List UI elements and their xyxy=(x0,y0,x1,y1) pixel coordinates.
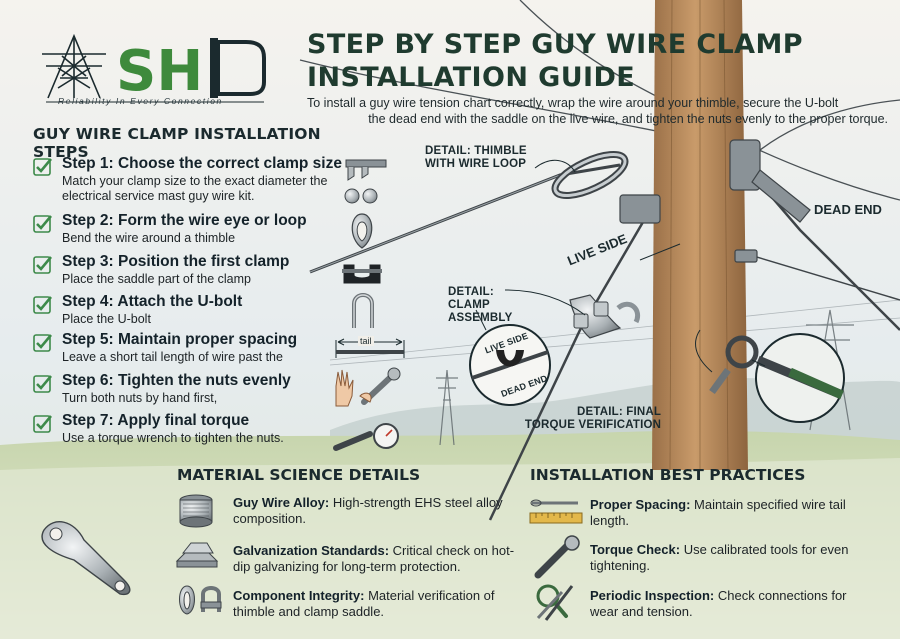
step-title: Step 7: Apply final torque xyxy=(62,412,250,429)
material-item-3: Component Integrity: Material verificati… xyxy=(233,588,495,619)
material-item-2: Galvanization Standards: Critical check … xyxy=(233,543,515,574)
detail-torque-label: DETAIL: FINAL TORQUE VERIFICATION xyxy=(524,406,662,431)
ruler-wire-icon xyxy=(529,499,583,524)
inspection-tools-icon xyxy=(536,584,574,621)
step-description: Turn both nuts by hand first, xyxy=(62,391,218,405)
tail-measure-icon xyxy=(335,338,405,358)
step-description: Place the saddle part of the clamp xyxy=(62,272,252,286)
step-1: Step 1: Choose the correct clamp size Ma… xyxy=(33,155,342,203)
step-title: Step 6: Tighten the nuts evenly xyxy=(62,372,291,389)
intro-text: To install a guy wire tension chart corr… xyxy=(307,95,892,127)
hardware-illustration xyxy=(41,521,131,596)
step-title: Step 4: Attach the U-bolt xyxy=(62,293,243,310)
tail-label: tail xyxy=(358,336,374,346)
step-3: Step 3: Position the first clamp Place t… xyxy=(33,253,333,293)
step-description: Place the U-bolt xyxy=(62,312,151,326)
hand-wrench-icon xyxy=(335,367,401,407)
step-6: Step 6: Tighten the nuts evenly Turn bot… xyxy=(33,372,333,412)
checkbox-checked-icon xyxy=(33,296,52,314)
thimble-icon xyxy=(351,213,373,249)
step-4: Step 4: Attach the U-bolt Place the U-bo… xyxy=(33,293,333,333)
step-7: Step 7: Apply final torque Use a torque … xyxy=(33,412,333,452)
brand-logo: SH xyxy=(42,33,266,104)
step-5: Step 5: Maintain proper spacing Leave a … xyxy=(33,331,333,371)
thimble-clamp-icon xyxy=(179,585,222,615)
title-line-1: STEP BY STEP GUY WIRE CLAMP xyxy=(307,29,803,60)
u-bolt-icon xyxy=(352,293,374,328)
step-description: Leave a short tail length of wire past t… xyxy=(62,350,283,364)
wire-spool-icon xyxy=(179,494,213,528)
step-description: Bend the wire around a thimble xyxy=(62,231,236,245)
brand-tagline: Reliability In Every Connection xyxy=(58,96,223,106)
material-heading: MATERIAL SCIENCE DETAILS xyxy=(177,466,421,484)
checkbox-checked-icon xyxy=(33,256,52,274)
practices-heading: INSTALLATION BEST PRACTICES xyxy=(530,466,806,484)
practice-item-1: Proper Spacing: Maintain specified wire … xyxy=(590,497,846,528)
material-item-1: Guy Wire Alloy: High-strength EHS steel … xyxy=(233,495,503,526)
ratchet-wrench-icon xyxy=(534,535,580,579)
steps-heading: GUY WIRE CLAMP INSTALLATION STEPS xyxy=(33,125,321,161)
checkbox-checked-icon xyxy=(33,215,52,233)
checkbox-checked-icon xyxy=(33,334,52,352)
step-title: Step 5: Maintain proper spacing xyxy=(62,331,298,348)
step-title: Step 1: Choose the correct clamp size xyxy=(62,155,342,172)
intro-line-1: To install a guy wire tension chart corr… xyxy=(307,96,839,110)
step-description: Use a torque wrench to tighten the nuts. xyxy=(62,431,284,445)
detail-clamp-label: DETAIL: CLAMP ASSEMBLY xyxy=(448,286,513,324)
logo-letters: SH xyxy=(116,39,203,104)
title-line-2: INSTALLATION GUIDE xyxy=(307,62,636,93)
checkbox-checked-icon xyxy=(33,415,52,433)
step-title: Step 3: Position the first clamp xyxy=(62,253,290,270)
clamp-saddle-icon xyxy=(342,264,382,284)
checkbox-checked-icon xyxy=(33,375,52,393)
transmission-tower-icon xyxy=(42,33,106,99)
checkbox-checked-icon xyxy=(33,158,52,176)
step-title: Step 2: Form the wire eye or loop xyxy=(62,212,307,229)
practice-item-2: Torque Check: Use calibrated tools for e… xyxy=(590,542,849,573)
page-title: STEP BY STEP GUY WIRE CLAMP INSTALLATION… xyxy=(307,28,867,94)
step-2: Step 2: Form the wire eye or loop Bend t… xyxy=(33,212,333,252)
steel-ingots-icon xyxy=(175,542,219,568)
detail-thimble-label: DETAIL: THIMBLE WITH WIRE LOOP xyxy=(425,145,527,170)
intro-line-2: the dead end with the saddle on the live… xyxy=(368,112,888,126)
torque-wrench-icon xyxy=(333,423,399,451)
caliper-icon xyxy=(344,159,387,204)
dead-end-label: DEAD END xyxy=(814,202,882,217)
step-description: Match your clamp size to the exact diame… xyxy=(62,174,328,203)
practice-item-3: Periodic Inspection: Check connections f… xyxy=(590,588,847,619)
